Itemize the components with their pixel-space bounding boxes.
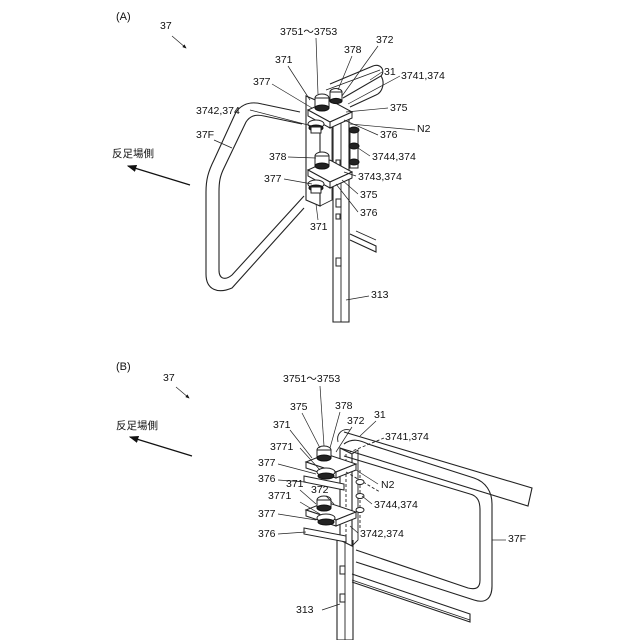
- a-label-372: 372: [376, 34, 394, 46]
- b-label-3742: 3742,374: [360, 528, 404, 540]
- panel-a-upper-hinge: [308, 89, 352, 134]
- b-label-313: 313: [296, 604, 314, 616]
- panel-b-labels: 3751～3753 375 378 371 372 31 3741,374 37…: [258, 373, 526, 616]
- panel-b-ref-arrow: [176, 387, 189, 398]
- a-label-377: 377: [253, 76, 271, 88]
- a-label-371b: 371: [310, 221, 328, 233]
- a-label-377b: 377: [264, 173, 282, 185]
- panel-b-lower-rail: [352, 574, 470, 622]
- a-label-375: 375: [390, 102, 408, 114]
- panel-b-top-rail: [338, 430, 532, 506]
- panel-a-direction-arrow: [128, 166, 190, 185]
- panel-b-direction-arrow: [130, 437, 192, 456]
- a-label-3741: 3741,374: [401, 70, 445, 82]
- a-label-371: 371: [275, 54, 293, 66]
- b-label-377: 377: [258, 457, 276, 469]
- b-label-3771b: 3771: [268, 490, 292, 502]
- panel-b-label: (B): [116, 361, 131, 373]
- a-label-3743: 3743,374: [358, 171, 402, 183]
- a-label-376b: 376: [360, 207, 378, 219]
- b-label-378: 378: [335, 400, 353, 412]
- panel-b-post-313: [337, 540, 353, 640]
- a-label-375b: 375: [360, 189, 378, 201]
- b-label-37f: 37F: [508, 533, 526, 545]
- panel-a-gate-frame-37f: [206, 103, 304, 291]
- panel-b: (B) 37 反足場側: [116, 361, 532, 640]
- b-label-n2: N2: [381, 479, 395, 491]
- a-label-313: 313: [371, 289, 389, 301]
- a-label-3742: 3742,374: [196, 105, 240, 117]
- b-label-31: 31: [374, 409, 386, 421]
- b-label-376: 376: [258, 473, 276, 485]
- a-label-3751: 3751～3753: [280, 26, 337, 38]
- panel-a-assembly-ref: 37: [160, 20, 172, 32]
- panel-b-bolt-3744: [356, 470, 364, 530]
- panel-a-bolt-3744: [349, 127, 359, 168]
- panel-a-post-313: [333, 110, 349, 322]
- panel-b-gate-frame-37f: [344, 440, 492, 601]
- b-label-372b: 372: [311, 484, 329, 496]
- b-label-375: 375: [290, 401, 308, 413]
- b-label-371: 371: [273, 419, 291, 431]
- a-label-31: 31: [384, 66, 396, 78]
- a-label-n2: N2: [417, 123, 431, 135]
- a-label-378: 378: [344, 44, 362, 56]
- panel-b-assembly-ref: 37: [163, 372, 175, 384]
- b-label-3741: 3741,374: [385, 431, 429, 443]
- a-label-3744: 3744,374: [372, 151, 416, 163]
- a-label-376: 376: [380, 129, 398, 141]
- panel-a-label: (A): [116, 11, 131, 23]
- b-label-376b: 376: [258, 528, 276, 540]
- b-label-377b: 377: [258, 508, 276, 520]
- a-label-378b: 378: [269, 151, 287, 163]
- panel-a-ref-arrow: [172, 36, 186, 48]
- b-label-3744: 3744,374: [374, 499, 418, 511]
- a-label-37f: 37F: [196, 129, 214, 141]
- panel-a-lower-rail: [350, 231, 376, 252]
- panel-a-direction-label: 反足場側: [112, 147, 154, 160]
- b-label-372: 372: [347, 415, 365, 427]
- b-label-371b: 371: [286, 478, 304, 490]
- b-label-3751: 3751～3753: [283, 373, 340, 385]
- panel-a: (A) 37 反足場側: [112, 11, 445, 322]
- b-label-3771: 3771: [270, 441, 294, 453]
- panel-b-direction-label: 反足場側: [116, 419, 158, 432]
